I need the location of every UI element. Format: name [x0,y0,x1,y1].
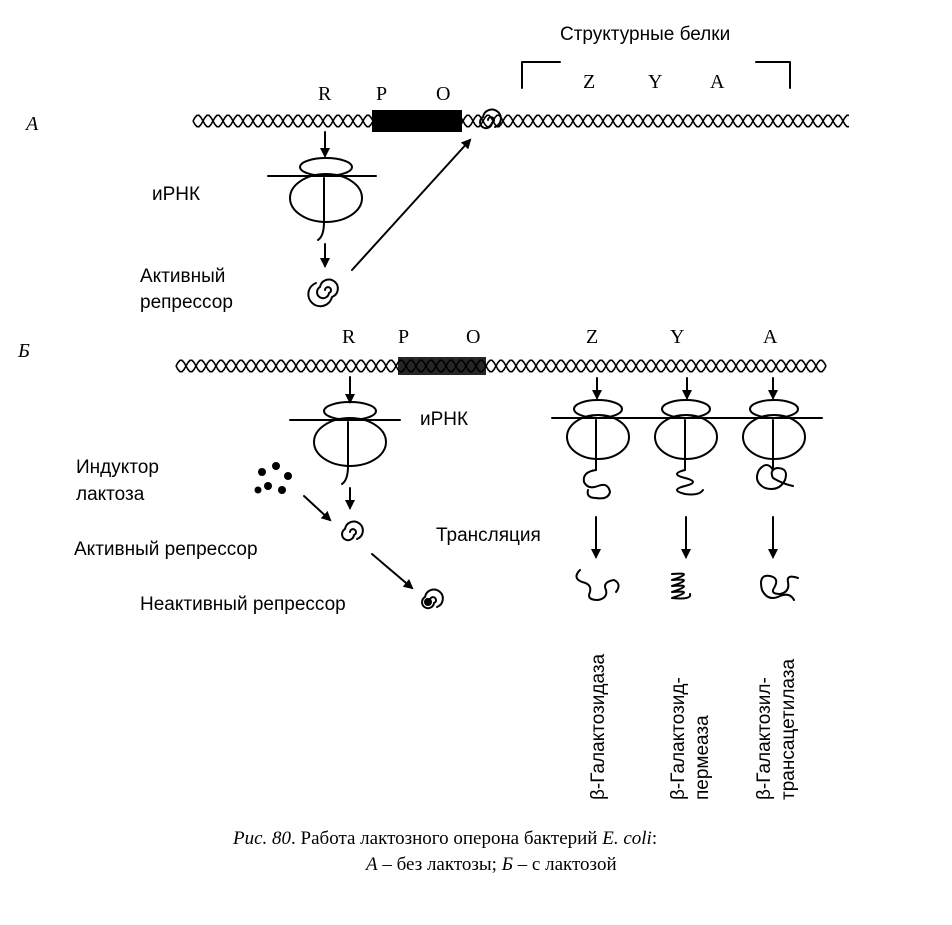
active-repressor-spiral-b [341,520,364,542]
arrow-inducer-to-repressor [303,495,332,522]
ribosome-b-regulator [289,401,401,485]
caption-b-text: – с лактозой [513,854,617,875]
ribosome-a [267,157,377,241]
gene-z-label-a: Z [583,71,595,93]
mrna-label-b: иРНК [420,409,468,430]
dna-strand-a [192,114,849,128]
dna-strand-b [175,359,827,373]
promoter-block-b [398,357,486,375]
caption-species: E. coli [601,828,652,849]
panel-a: А R P O Структурные белки Z Y A иРНК Акт… [24,24,849,313]
structural-proteins-label: Структурные белки [560,24,730,45]
figure-caption-line2: А – без лактозы; Б – с лактозой [364,854,617,875]
enzyme-y-label-1: β-Галактозид- [668,677,689,800]
active-repressor-label-b: Активный репрессор [74,539,258,560]
polypeptide-a-nascent [756,464,794,490]
enzyme-a-label-2: трансацетилаза [778,659,799,800]
promoter-operator-block-a [372,110,462,132]
arrow-active-to-inactive [371,553,414,590]
gene-o-label-a: O [436,83,450,105]
enzyme-z-label: β-Галактозидаза [588,653,609,800]
protein-y [671,572,692,600]
ribosome-a-gene [742,399,806,471]
protein-z [575,569,620,601]
gene-p-label-b: P [398,326,409,348]
mrna-label-a: иРНК [152,184,200,205]
caption-a-letter: А [364,854,378,875]
active-repressor-label-a-1: Активный [140,266,225,287]
caption-title: . Работа лактозного оперона бактерий [291,828,602,849]
panel-a-letter: А [24,113,39,135]
enzyme-a-label-1: β-Галактозил- [754,677,775,800]
repressor-bound-spiral [479,108,502,130]
gene-p-label-a: P [376,83,387,105]
structural-bracket [521,61,791,89]
active-repressor-label-a-2: репрессор [140,292,233,313]
panel-b-letter: Б [17,340,30,362]
active-repressor-spiral-a [307,278,339,308]
inactive-repressor-spiral [421,588,444,610]
gene-a-label-a: A [710,71,725,93]
caption-colon: : [652,828,657,849]
polypeptide-z-nascent [582,469,611,500]
gene-a-label-b: A [763,326,778,348]
ribosome-z [566,399,630,471]
ribosome-y [654,399,718,471]
polypeptide-y-nascent [676,469,704,496]
protein-a [760,574,799,601]
arrow-repressor-to-operator [351,138,472,271]
gene-y-label-a: Y [648,71,662,93]
translation-label: Трансляция [436,525,541,546]
figure-caption-line1: Рис. 80. Работа лактозного оперона бакте… [232,828,657,849]
caption-fig-number: Рис. 80 [232,828,292,849]
panel-b: Б R P O Z Y A иРНК Индуктор лактоза [17,326,827,800]
gene-r-label-a: R [318,83,332,105]
gene-z-label-b: Z [586,326,598,348]
inducer-label-1: Индуктор [76,457,159,478]
enzyme-y-label-2: пермеаза [692,715,713,800]
gene-o-label-b: O [466,326,480,348]
gene-r-label-b: R [342,326,356,348]
inactive-repressor-label: Неактивный репрессор [140,594,346,615]
caption-a-text: – без лактозы; [378,854,502,875]
inducer-label-2: лактоза [76,484,145,505]
caption-b-letter: Б [501,854,513,875]
gene-y-label-b: Y [670,326,684,348]
lactose-inducer-dots [254,462,292,494]
